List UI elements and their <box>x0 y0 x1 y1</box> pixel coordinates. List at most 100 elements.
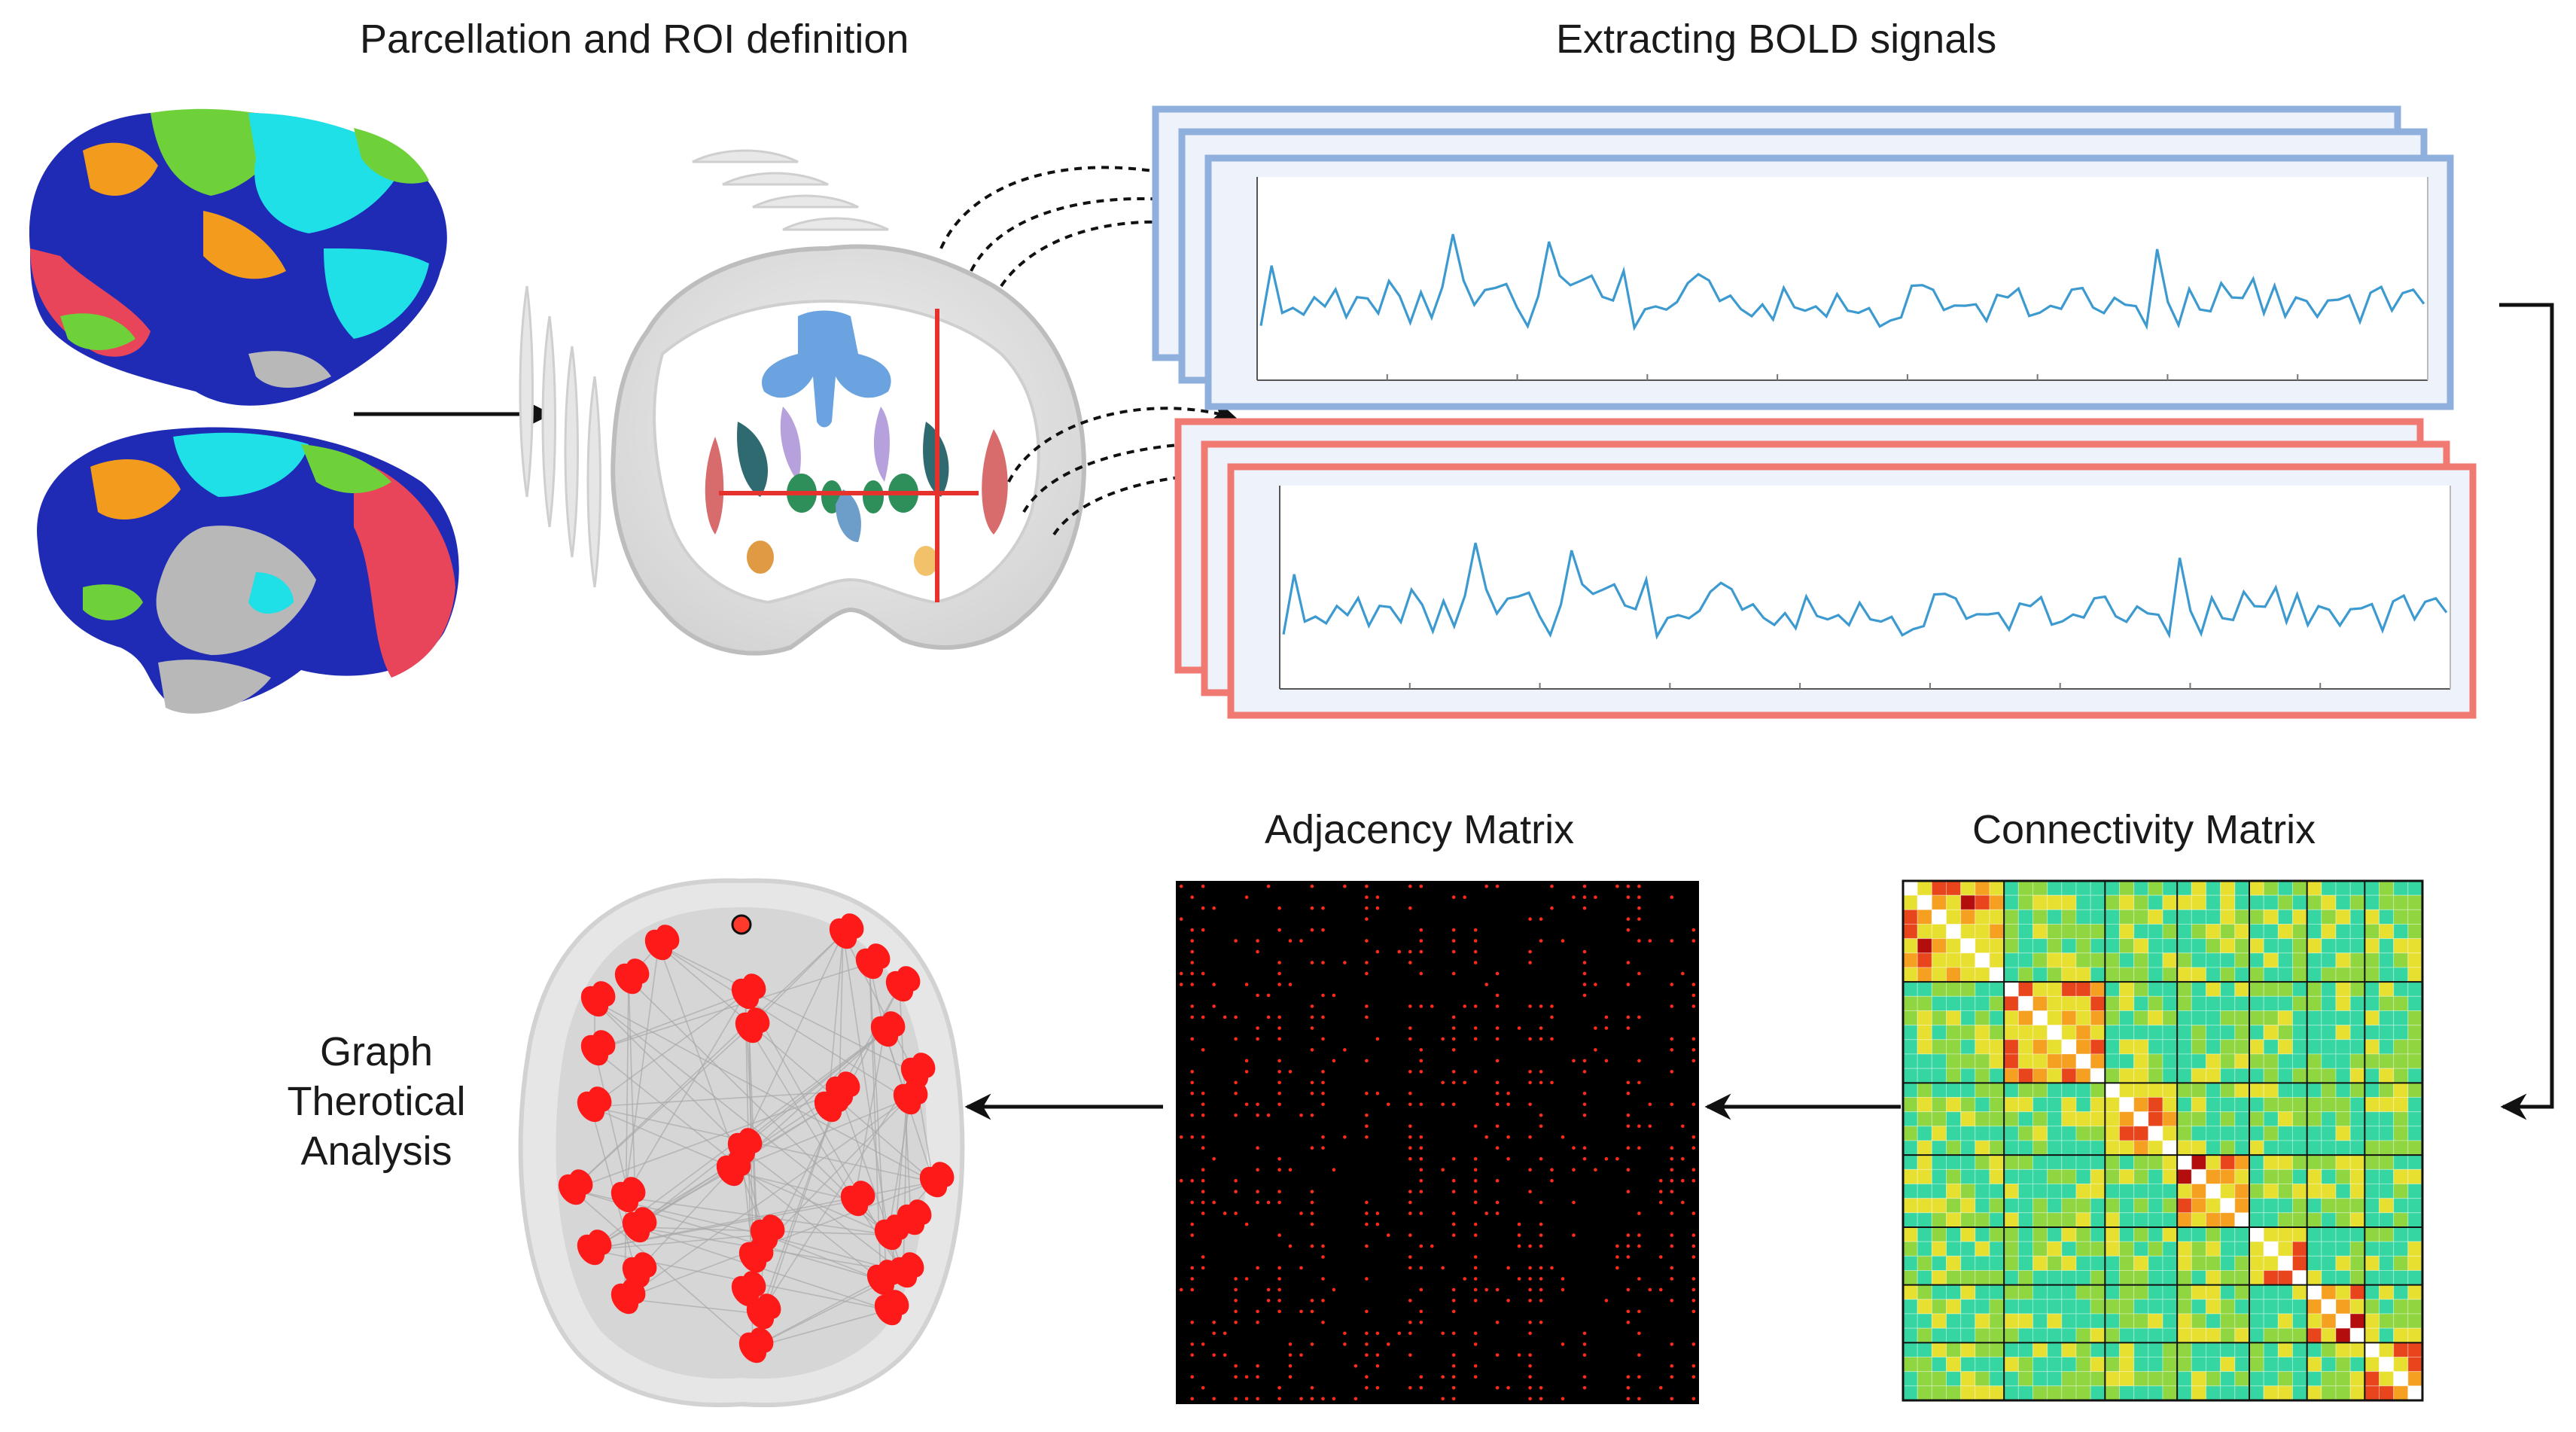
adjacency-dot <box>1681 1200 1685 1205</box>
adjacency-dot <box>1190 1037 1194 1041</box>
matrix-cell <box>2277 1255 2294 1271</box>
adjacency-dot <box>1408 1200 1412 1205</box>
matrix-cell <box>2220 1198 2236 1214</box>
matrix-cell <box>2104 981 2121 997</box>
matrix-cell <box>2249 1284 2264 1300</box>
adjacency-dot <box>1659 1287 1663 1292</box>
matrix-cell <box>2061 894 2077 910</box>
adjacency-dot <box>1321 1037 1325 1041</box>
matrix-cell <box>1960 938 1976 954</box>
adjacency-dot <box>1190 1321 1194 1324</box>
matrix-cell <box>2321 1097 2337 1113</box>
matrix-cell <box>2119 1097 2135 1113</box>
adjacency-dot <box>1190 961 1194 964</box>
matrix-cell <box>1989 938 2005 954</box>
matrix-cell <box>2407 1198 2423 1214</box>
matrix-cell <box>2379 1342 2395 1357</box>
matrix-cell <box>1975 1385 1990 1401</box>
matrix-cell <box>1989 924 2005 940</box>
adjacency-dot <box>1365 1309 1369 1314</box>
matrix-cell <box>2335 952 2351 968</box>
matrix-cell <box>2349 981 2365 997</box>
matrix-cell <box>2075 1068 2091 1083</box>
matrix-cell <box>2032 1068 2048 1083</box>
adjacency-dot <box>1310 1211 1314 1215</box>
adjacency-dot <box>1332 1168 1336 1171</box>
adjacency-dot <box>1691 983 1696 986</box>
matrix-cell <box>2133 1327 2149 1343</box>
adjacency-dot <box>1637 895 1641 899</box>
adjacency-dot <box>1473 1364 1478 1368</box>
matrix-cell <box>2148 995 2163 1011</box>
matrix-cell <box>2335 967 2351 983</box>
matrix-cell <box>2249 924 2264 940</box>
matrix-cell <box>2191 909 2207 925</box>
matrix-cell <box>1917 938 1932 954</box>
adjacency-dot <box>1419 1168 1423 1171</box>
matrix-cell <box>1931 1357 1947 1373</box>
adjacency-dot <box>1528 1190 1532 1193</box>
matrix-cell <box>2407 880 2423 896</box>
matrix-cell <box>1931 1371 1947 1387</box>
adjacency-dot <box>1321 1277 1325 1281</box>
matrix-cell <box>2277 1025 2294 1040</box>
matrix-cell <box>2292 1357 2308 1373</box>
matrix-cell <box>1989 909 2005 925</box>
adjacency-dot <box>1626 884 1631 888</box>
adjacency-dot <box>1615 1244 1619 1248</box>
adjacency-dot <box>1626 1168 1631 1171</box>
matrix-cell <box>2407 1097 2423 1113</box>
matrix-cell <box>2119 952 2135 968</box>
matrix-cell <box>2191 1068 2207 1083</box>
adjacency-dot <box>1648 1102 1652 1107</box>
adjacency-dot <box>1375 1353 1380 1357</box>
matrix-cell <box>2032 1082 2048 1098</box>
adjacency-dot <box>1365 1059 1369 1063</box>
adjacency-dot <box>1451 1026 1456 1030</box>
matrix-cell <box>2162 1226 2178 1242</box>
matrix-cell <box>2133 1140 2149 1156</box>
matrix-cell <box>2047 1097 2063 1113</box>
graph-node <box>882 1011 906 1037</box>
adjacency-dot <box>1277 1102 1281 1107</box>
matrix-cell <box>2104 1097 2121 1113</box>
matrix-cell <box>2277 967 2294 983</box>
matrix-cell <box>2176 1126 2192 1141</box>
graph-label-line2: Therotical <box>287 1078 466 1124</box>
graph-node <box>897 966 921 992</box>
matrix-cell <box>2220 995 2236 1011</box>
matrix-cell <box>2277 1371 2294 1387</box>
matrix-cell <box>2335 1357 2351 1373</box>
matrix-cell <box>2335 981 2351 997</box>
adjacency-dot <box>1190 1287 1194 1292</box>
matrix-cell <box>1917 1342 1932 1357</box>
matrix-cell <box>1917 909 1932 925</box>
matrix-cell <box>2090 1212 2106 1228</box>
adjacency-dot <box>1256 1200 1259 1205</box>
matrix-cell <box>1917 924 1932 940</box>
adjacency-dot <box>1190 1070 1194 1074</box>
adjacency-dot <box>1277 961 1281 964</box>
matrix-cell <box>2379 1039 2395 1055</box>
adjacency-dot <box>1310 1015 1314 1019</box>
matrix-cell <box>1946 1255 1962 1271</box>
matrix-cell <box>2263 1371 2279 1387</box>
matrix-cell <box>1975 1154 1990 1170</box>
matrix-cell <box>2379 1010 2395 1026</box>
matrix-cell <box>2263 1327 2279 1343</box>
matrix-cell <box>2307 894 2322 910</box>
matrix-cell <box>1917 1255 1932 1271</box>
adjacency-dot <box>1299 1309 1303 1314</box>
matrix-cell <box>2379 1212 2395 1228</box>
matrix-cell <box>2321 1111 2337 1127</box>
matrix-cell <box>1960 1371 1976 1387</box>
matrix-cell <box>2206 1025 2221 1040</box>
matrix-cell <box>2162 952 2178 968</box>
matrix-cell <box>2393 1168 2409 1184</box>
matrix-cell <box>2307 1327 2322 1343</box>
graph-node <box>592 981 616 1007</box>
adjacency-dot <box>1561 1342 1565 1346</box>
matrix-cell <box>2364 1212 2380 1228</box>
adjacency-dot <box>1594 983 1597 986</box>
